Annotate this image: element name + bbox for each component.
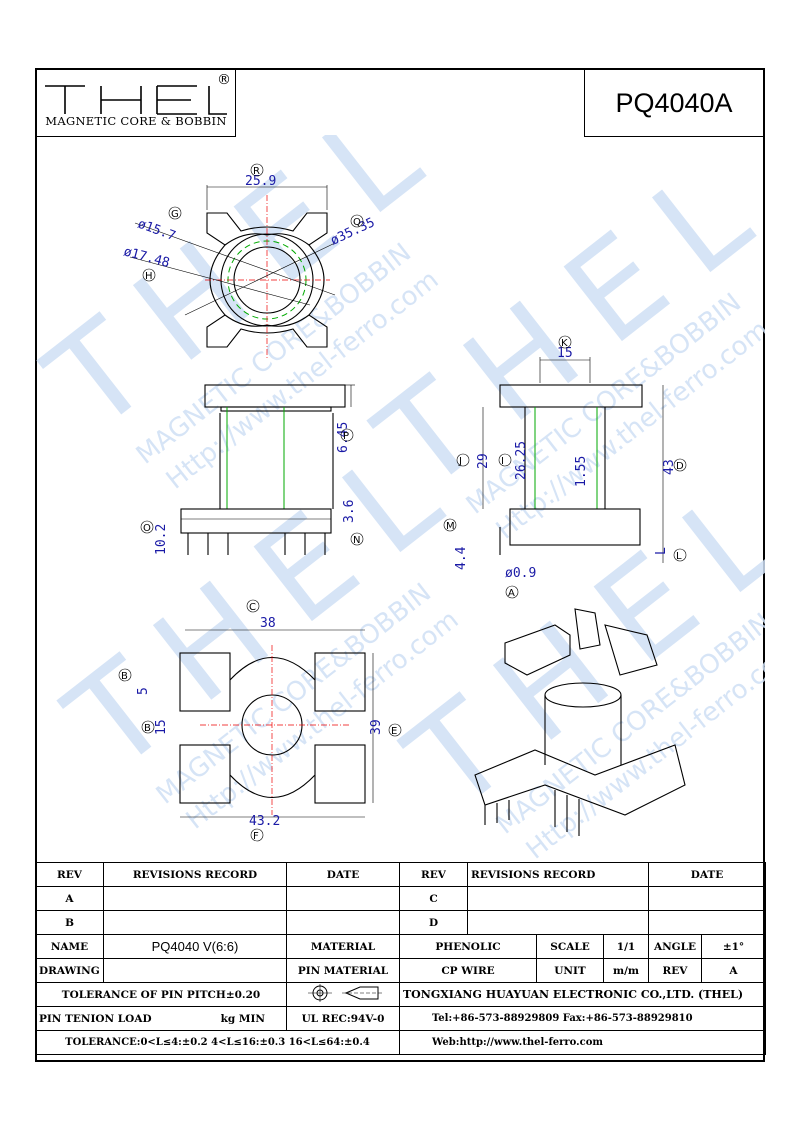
dim-pin-pitch: 5 [136,687,151,695]
callout-A: A [508,588,515,599]
rev-a-date [286,886,400,911]
callout-E: E [391,726,397,737]
rev-b: B [35,910,104,935]
callout-H: H [145,271,153,282]
callout-L: L [676,551,682,562]
side-view: 15 43 29 26.25 1.55 4.4 ø0.9 L K J I D M… [443,335,687,599]
scale-value: 1/1 [603,934,649,959]
dim-side-height: 6.45 [336,422,351,453]
dim-slot-width: 15 [557,346,573,361]
rev-c-record [467,886,649,911]
brand-logo-box: ® MAGNETIC CORE & BOBBIN [37,70,236,137]
scale-label: SCALE [536,934,604,959]
projection-symbol [286,982,400,1007]
revisions-record-header-left: REVISIONS RECORD [103,862,287,887]
bottom-view: 38 5 15 39 43.2 C B B E F [118,599,402,842]
callout-N: N [353,535,360,546]
tolerance-pin-pitch: TOLERANCE OF PIN PITCH±0.20 [35,982,287,1007]
rev-header-left: REV [35,862,104,887]
callout-P: P [343,431,349,442]
front-view: 6.45 10.2 3.6 P O N [140,384,364,555]
callout-O: O [143,523,151,534]
dim-pin-dia: ø0.9 [505,566,536,581]
callout-G: G [171,209,179,220]
projection-symbol-icon [308,984,382,1002]
pin-material-value: CP WIRE [399,958,537,983]
pin-material-label: PIN MATERIAL [286,958,400,983]
brand-subtitle: MAGNETIC CORE & BOBBIN [45,114,227,128]
angle-label: ANGLE [648,934,702,959]
material-label: MATERIAL [286,934,400,959]
revisions-record-header-right: REVISIONS RECORD [467,862,649,887]
pin-tension-cell: PIN TENION LOAD kg MIN [35,1006,287,1031]
callout-B-top: B [121,671,128,682]
dim-wall: 1.55 [574,456,589,487]
dim-bottom-height: 39 [369,719,384,735]
registered-mark: ® [217,72,231,88]
isometric-view [474,608,686,836]
callout-D: D [676,461,684,472]
rev-b-date [286,910,400,935]
technical-drawing: THEL MAGNETIC CORE&BOBBIN Http://www.the… [35,135,765,862]
drawing-sheet: ® MAGNETIC CORE & BOBBIN PQ4040A [35,68,765,1062]
rev-label: REV [648,958,702,983]
callout-I: I [501,456,504,467]
dim-pin-offset: 3.6 [342,500,357,523]
dim-base-height: 10.2 [154,524,169,555]
date-header-left: DATE [286,862,400,887]
dim-winding-height: 26.25 [514,441,529,480]
dim-total-height: 43 [662,459,677,475]
angle-value: ±1° [701,934,766,959]
name-label: NAME [35,934,104,959]
callout-R: R [253,166,260,177]
part-number-title: PQ4040A [584,70,763,137]
watermark: THEL MAGNETIC CORE&BOBBIN Http://www.the… [35,135,765,862]
company-name: TONGXIANG HUAYUAN ELECTRONIC CO.,LTD. (T… [399,982,766,1007]
website: Web:http://www.thel-ferro.com [399,1030,766,1055]
dim-center-gap: 15 [154,719,169,735]
rev-d-record [467,910,649,935]
rev-c: C [399,886,468,911]
callout-C: C [249,602,256,613]
dim-top-width: 25.9 [245,174,276,189]
callout-M: M [446,521,455,532]
title-block: REV REVISIONS RECORD DATE REV REVISIONS … [35,862,766,1055]
rev-d-date [648,910,766,935]
rev-value: A [701,958,766,983]
drawing-no-label: DRAWING NO [35,958,104,983]
unit-label: UNIT [536,958,604,983]
drawing-no-value [103,958,287,983]
rev-a: A [35,886,104,911]
thel-logo [45,85,227,115]
callout-K: K [561,338,568,349]
ul-rec: UL REC:94V-0 [286,1006,400,1031]
rev-b-record [103,910,287,935]
callout-J: J [458,456,462,467]
dim-bottom-width: 38 [260,616,276,631]
rev-a-record [103,886,287,911]
callout-F: F [253,831,259,842]
unit-value: m/m [603,958,649,983]
rev-d: D [399,910,468,935]
callout-Q: Q [353,217,361,228]
dim-bottom-overall: 43.2 [249,814,280,829]
pin-tension-unit: kg MIN [220,1012,265,1025]
dim-body-height: 29 [476,453,491,469]
dim-pin-length: 4.4 [454,546,469,570]
rev-header-right: REV [399,862,468,887]
rev-c-date [648,886,766,911]
tel-fax: Tel:+86-573-88929809 Fax:+86-573-8892981… [399,1006,766,1031]
dim-l-label: L [654,547,669,555]
pin-tension-label: PIN TENION LOAD [39,1012,152,1025]
tolerance-note: TOLERANCE:0<L≤4:±0.2 4<L≤16:±0.3 16<L≤64… [35,1030,400,1055]
date-header-right: DATE [648,862,766,887]
callout-B-center: B [144,723,151,734]
name-value: PQ4040 V(6:6) [103,934,287,959]
material-value: PHENOLIC [399,934,537,959]
